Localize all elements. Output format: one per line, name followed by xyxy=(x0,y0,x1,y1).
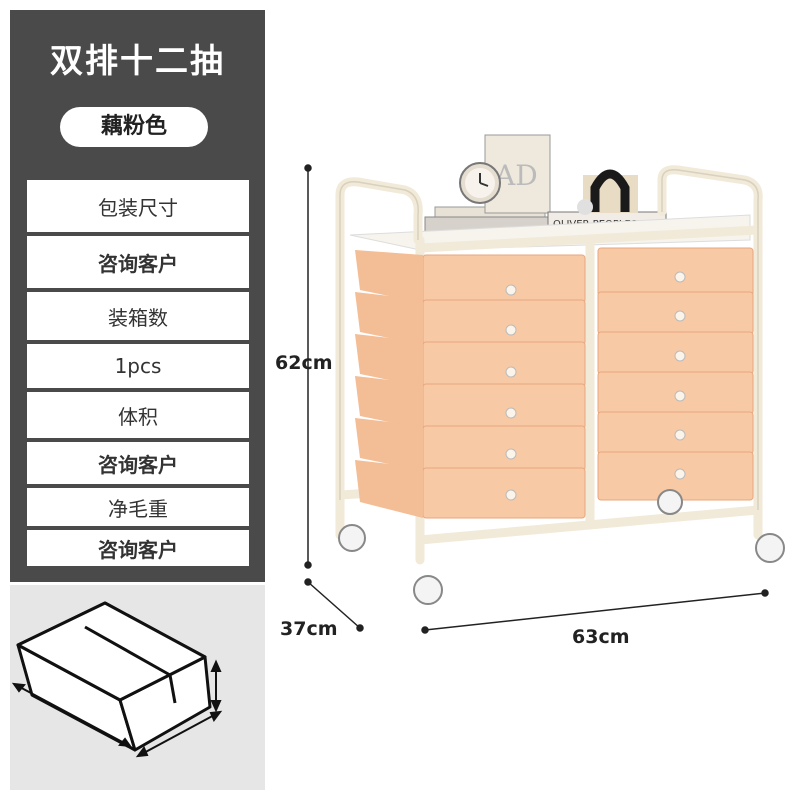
svg-text:AD: AD xyxy=(494,159,538,192)
clock-icon xyxy=(459,162,501,204)
caster-wheel-icon xyxy=(338,489,785,605)
drawer-column-right xyxy=(597,247,754,501)
product-title: 双排十二抽 xyxy=(50,41,225,80)
spec-row-volume-value: 咨询客户 xyxy=(27,442,249,484)
spec-row-carton-qty-label: 装箱数 xyxy=(27,292,249,340)
dimension-height-label: 62cm xyxy=(275,352,333,374)
product-photo: AD OLIVER PEOPLES xyxy=(290,120,800,620)
dimension-depth-label: 37cm xyxy=(280,618,338,640)
spec-row-package-size-value: 咨询客户 xyxy=(27,236,249,288)
spec-row-carton-qty-value: 1pcs xyxy=(27,344,249,388)
package-illustration-area xyxy=(10,585,265,790)
drawer-column-left xyxy=(355,250,586,519)
spec-row-package-size-label: 包装尺寸 xyxy=(27,180,249,232)
spec-row-weight-label: 净毛重 xyxy=(27,488,249,526)
box-package-icon xyxy=(11,601,223,758)
spec-row-weight-value: 咨询客户 xyxy=(27,530,249,566)
color-badge: 藕粉色 xyxy=(60,107,208,147)
spec-row-volume-label: 体积 xyxy=(27,392,249,438)
dimension-width-label: 63cm xyxy=(572,626,630,648)
